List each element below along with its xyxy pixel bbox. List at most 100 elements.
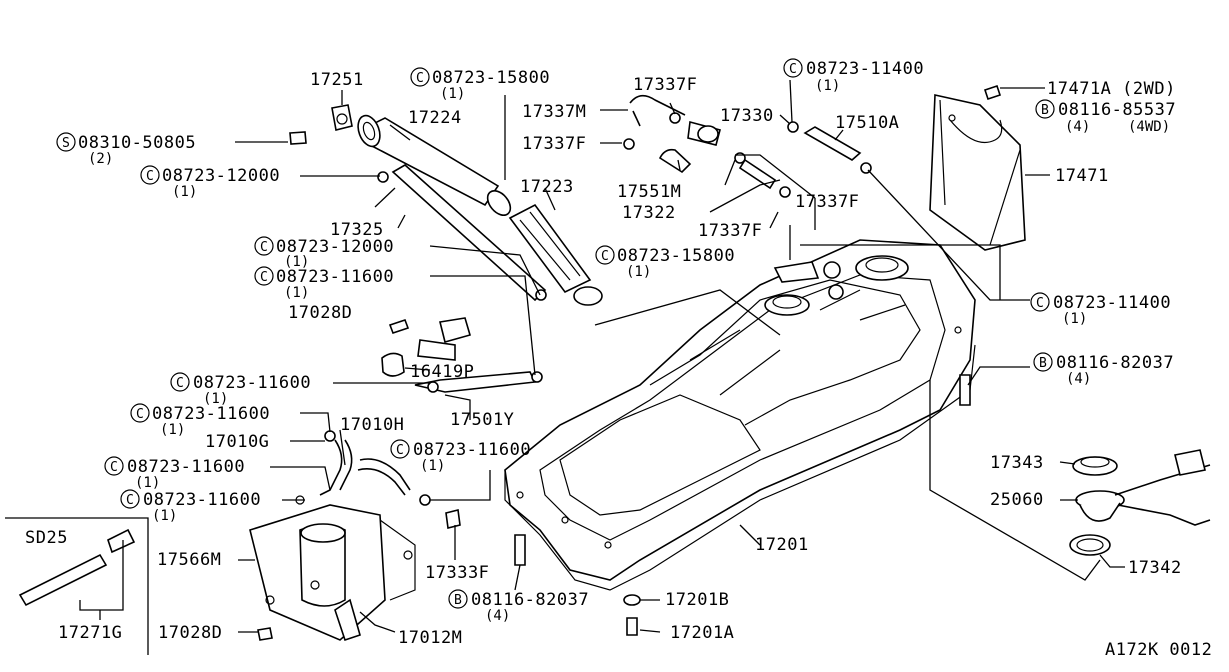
callout-qty: (4) (1065, 119, 1090, 135)
label-17325: 17325 (330, 220, 384, 240)
label-17010g: 17010G (205, 432, 269, 452)
callout-letter: S (62, 136, 70, 151)
figure-code: A172K 0012 (1105, 640, 1212, 660)
callout-c-08723-11400-top: C 08723-11400 (1) (783, 58, 924, 94)
callout-b-08116-82037-right: B 08116-82037 (4) (1033, 352, 1174, 387)
callout-labels: S 08310-50805 (2) C 08723-15800 (1) C 08… (56, 58, 1176, 624)
leader-lines (79, 79, 1125, 633)
callout-qty: (4) (1066, 371, 1091, 387)
callout-qty: (1) (440, 86, 465, 102)
vapor-hoses (319, 371, 543, 506)
evap-lines (623, 94, 872, 198)
label-17223: 17223 (520, 177, 574, 197)
callout-letter: C (260, 240, 268, 255)
clamp-17251 (331, 104, 353, 131)
callout-letter: C (396, 443, 404, 458)
filler-hose (508, 203, 603, 306)
callout-qty: (1) (160, 422, 185, 438)
callout-s-08310-50805: S 08310-50805 (2) (56, 132, 196, 167)
callout-code: 08723-11400 (1053, 293, 1171, 313)
callout-c-08723-11600-d: C 08723-11600 (1) (390, 439, 531, 474)
label-17343: 17343 (990, 453, 1044, 473)
part-labels: 17251 17224 17325 17223 17337M 17337F 17… (58, 70, 1212, 660)
callout-letter: C (1036, 296, 1044, 311)
label-17471: 17471 (1055, 166, 1109, 186)
callout-c-08723-15800-top: C 08723-15800 (1) (410, 67, 550, 102)
callout-code: 08723-11600 (152, 404, 270, 424)
sd25-label: SD25 (25, 528, 68, 548)
callout-code: 08116-82037 (471, 590, 589, 610)
label-17201a: 17201A (670, 623, 734, 643)
label-17322: 17322 (622, 203, 676, 223)
canister-assembly (249, 495, 416, 642)
label-16419p: 16419P (410, 362, 474, 382)
callout-b-08116-82037-bot: B 08116-82037 (4) (448, 589, 589, 624)
callout-qty: (1) (815, 78, 840, 94)
callout-qty: (4) (485, 608, 510, 624)
callout-c-08723-11600-b: C 08723-11600 (1) (170, 372, 311, 407)
callout-c-08723-11400-right: C 08723-11400 (1) (1030, 292, 1171, 327)
callout-qty: (1) (203, 391, 228, 407)
label-17330: 17330 (720, 106, 774, 126)
fuel-tank (504, 239, 976, 591)
callout-qty: (1) (172, 184, 197, 200)
callout-letter: C (260, 270, 268, 285)
filler-neck (357, 114, 512, 216)
callout-qty: (1) (420, 458, 445, 474)
label-17224: 17224 (408, 108, 462, 128)
callout-code: 08310-50805 (78, 133, 196, 153)
callout-code: 08723-12000 (162, 166, 280, 186)
callout-letter: C (416, 71, 424, 86)
label-17471a: 17471A (2WD) (1047, 79, 1176, 99)
callout-c-08723-11600-e: C 08723-11600 (1) (104, 456, 245, 491)
parts-drawing (18, 84, 1211, 642)
callout-code: 08116-85537 (1058, 100, 1176, 120)
label-17028d-top: 17028D (288, 303, 352, 323)
callout-letter: B (1039, 356, 1047, 371)
label-17337f-top: 17337F (633, 75, 697, 95)
callout-letter: C (789, 62, 797, 77)
callout-qty: (1) (626, 264, 651, 280)
callout-letter: C (176, 376, 184, 391)
label-17251: 17251 (310, 70, 364, 90)
label-17028d-bot: 17028D (158, 623, 222, 643)
callout-code: 08723-11400 (806, 59, 924, 79)
callout-code: 08723-11600 (276, 267, 394, 287)
callout-qty: (1) (1062, 311, 1087, 327)
callout-code: 08723-11600 (193, 373, 311, 393)
callout-note: (4WD) (1128, 119, 1170, 135)
callout-qty: (1) (284, 285, 309, 301)
callout-code: 08116-82037 (1056, 353, 1174, 373)
label-25060: 25060 (990, 490, 1044, 510)
callout-code: 08723-15800 (432, 68, 550, 88)
callout-letter: C (601, 249, 609, 264)
callout-code: 08723-11600 (143, 490, 261, 510)
label-17271g: 17271G (58, 623, 122, 643)
callout-c-08723-15800-mid: C 08723-15800 (1) (595, 245, 735, 280)
callout-code: 08723-15800 (617, 246, 735, 266)
label-17510a: 17510A (835, 113, 899, 133)
sd25-parts (18, 528, 136, 607)
breather-tube (377, 164, 547, 302)
callout-c-08723-11600-f: C 08723-11600 (1) (120, 489, 261, 524)
bolts (289, 131, 971, 636)
callout-c-08723-11600-a: C 08723-11600 (1) (254, 266, 394, 301)
callout-letter: B (1041, 103, 1049, 118)
callout-code: 08723-11600 (413, 440, 531, 460)
label-17337f-mid: 17337F (522, 134, 586, 154)
label-17337f-right: 17337F (795, 192, 859, 212)
protector-17471 (929, 84, 1026, 251)
callout-letter: B (454, 593, 462, 608)
label-17551m: 17551M (617, 182, 681, 202)
label-17337f-low: 17337F (698, 221, 762, 241)
callout-b-08116-85537: B 08116-85537 (4) (4WD) (1035, 99, 1176, 135)
callout-qty: (2) (88, 151, 113, 167)
callout-letter: C (126, 493, 134, 508)
callout-qty: (1) (135, 475, 160, 491)
tank-unit-assembly (773, 261, 844, 300)
callout-letter: C (110, 460, 118, 475)
label-17333f: 17333F (425, 563, 489, 583)
callout-c-08723-12000-b: C 08723-12000 (1) (254, 236, 394, 270)
callout-c-08723-11600-c: C 08723-11600 (1) (130, 403, 270, 438)
